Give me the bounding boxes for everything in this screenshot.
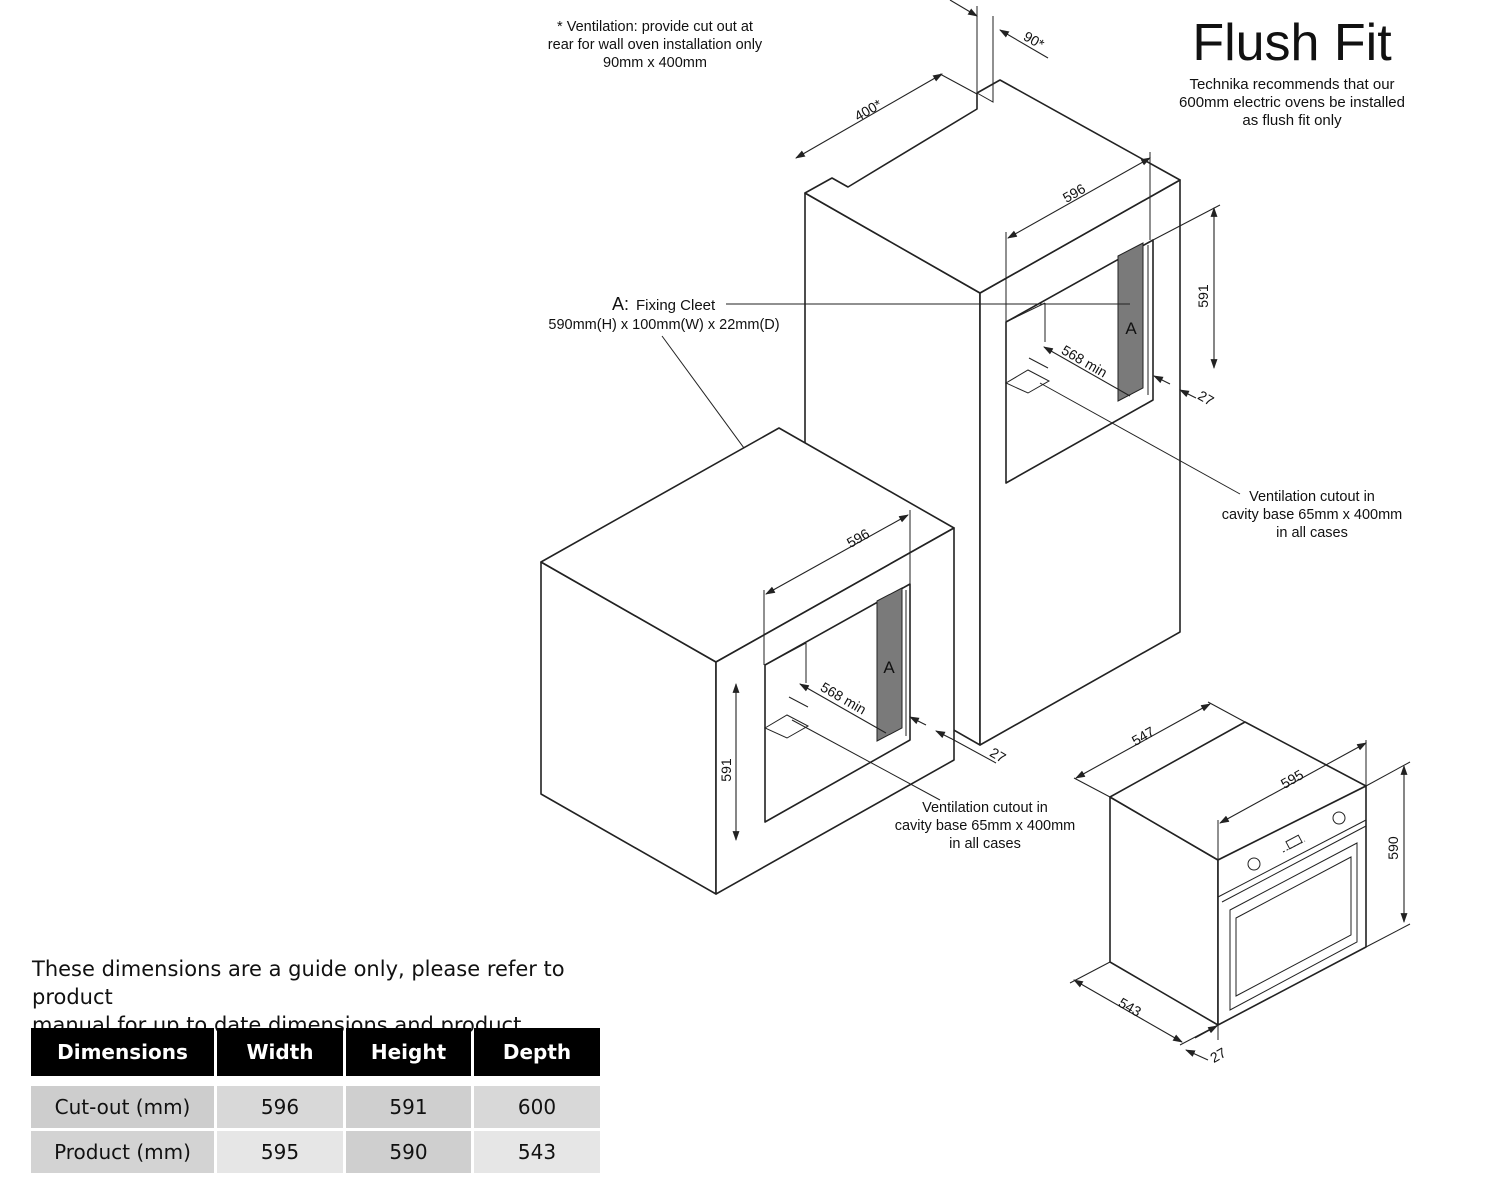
vent-cutout-right-line-2: cavity base 65mm x 400mm <box>1222 507 1403 523</box>
table-cell: 591 <box>346 1086 471 1128</box>
vent-cutout-right-line-1: Ventilation cutout in <box>1249 489 1375 505</box>
table-spacer <box>31 1079 600 1083</box>
vent-cutout-right-line-3: in all cases <box>1276 525 1348 541</box>
table-cell: 543 <box>474 1131 600 1173</box>
table-cell: 595 <box>217 1131 343 1173</box>
subtitle-line-1: Technika recommends that our <box>1189 76 1394 93</box>
table-header-row: Dimensions Width Height Depth <box>31 1028 600 1076</box>
dim-400: 400* <box>852 96 885 125</box>
dimensions-table: Dimensions Width Height Depth Cut-out (m… <box>28 1025 603 1176</box>
oven-product <box>1109 721 1367 1026</box>
table-cell: Cut-out (mm) <box>31 1086 214 1128</box>
table-row: Product (mm) 595 590 543 <box>31 1131 600 1173</box>
dim-tall-height: 591 <box>1195 284 1211 308</box>
dim-tall-gap: 27 <box>1195 387 1217 409</box>
fixing-cleet-name: Fixing Cleet <box>636 297 716 314</box>
vent-cutout-center-line-1: Ventilation cutout in <box>922 800 1048 816</box>
base-cabinet: A <box>540 427 955 895</box>
table-header-height: Height <box>346 1028 471 1076</box>
page-title: Flush Fit <box>1192 14 1392 72</box>
table-row: Cut-out (mm) 596 591 600 <box>31 1086 600 1128</box>
dim-oven-gap: 27 <box>1207 1044 1229 1066</box>
tall-fixing-cleet <box>1117 242 1144 402</box>
table-cell: Product (mm) <box>31 1131 214 1173</box>
table-header-depth: Depth <box>474 1028 600 1076</box>
table-header-width: Width <box>217 1028 343 1076</box>
ventilation-note-line-2: rear for wall oven installation only <box>548 37 763 53</box>
table-cell: 600 <box>474 1086 600 1128</box>
base-cleet-marker: A <box>883 658 895 677</box>
dim-oven-depth-top: 547 <box>1129 723 1157 749</box>
dim-base-height: 591 <box>718 758 734 782</box>
subtitle-line-3: as flush fit only <box>1242 112 1342 129</box>
table-cell: 590 <box>346 1131 471 1173</box>
ventilation-note-line-1: * Ventilation: provide cut out at <box>557 19 753 35</box>
vent-cutout-center-line-3: in all cases <box>949 836 1021 852</box>
dim-oven-depth-bottom: 543 <box>1116 994 1144 1020</box>
dim-90: 90* <box>1021 28 1048 53</box>
tall-cleet-marker: A <box>1125 319 1137 338</box>
vent-cutout-center-line-2: cavity base 65mm x 400mm <box>895 818 1076 834</box>
subtitle-line-2: 600mm electric ovens be installed <box>1179 94 1405 111</box>
dim-oven-height: 590 <box>1385 836 1401 860</box>
dim-base-gap: 27 <box>987 744 1009 766</box>
fixing-cleet-dims: 590mm(H) x 100mm(W) x 22mm(D) <box>548 317 779 333</box>
ventilation-note-line-3: 90mm x 400mm <box>603 55 707 71</box>
fixing-cleet-letter: A: <box>612 294 629 314</box>
table-header-dimensions: Dimensions <box>31 1028 214 1076</box>
table-cell: 596 <box>217 1086 343 1128</box>
